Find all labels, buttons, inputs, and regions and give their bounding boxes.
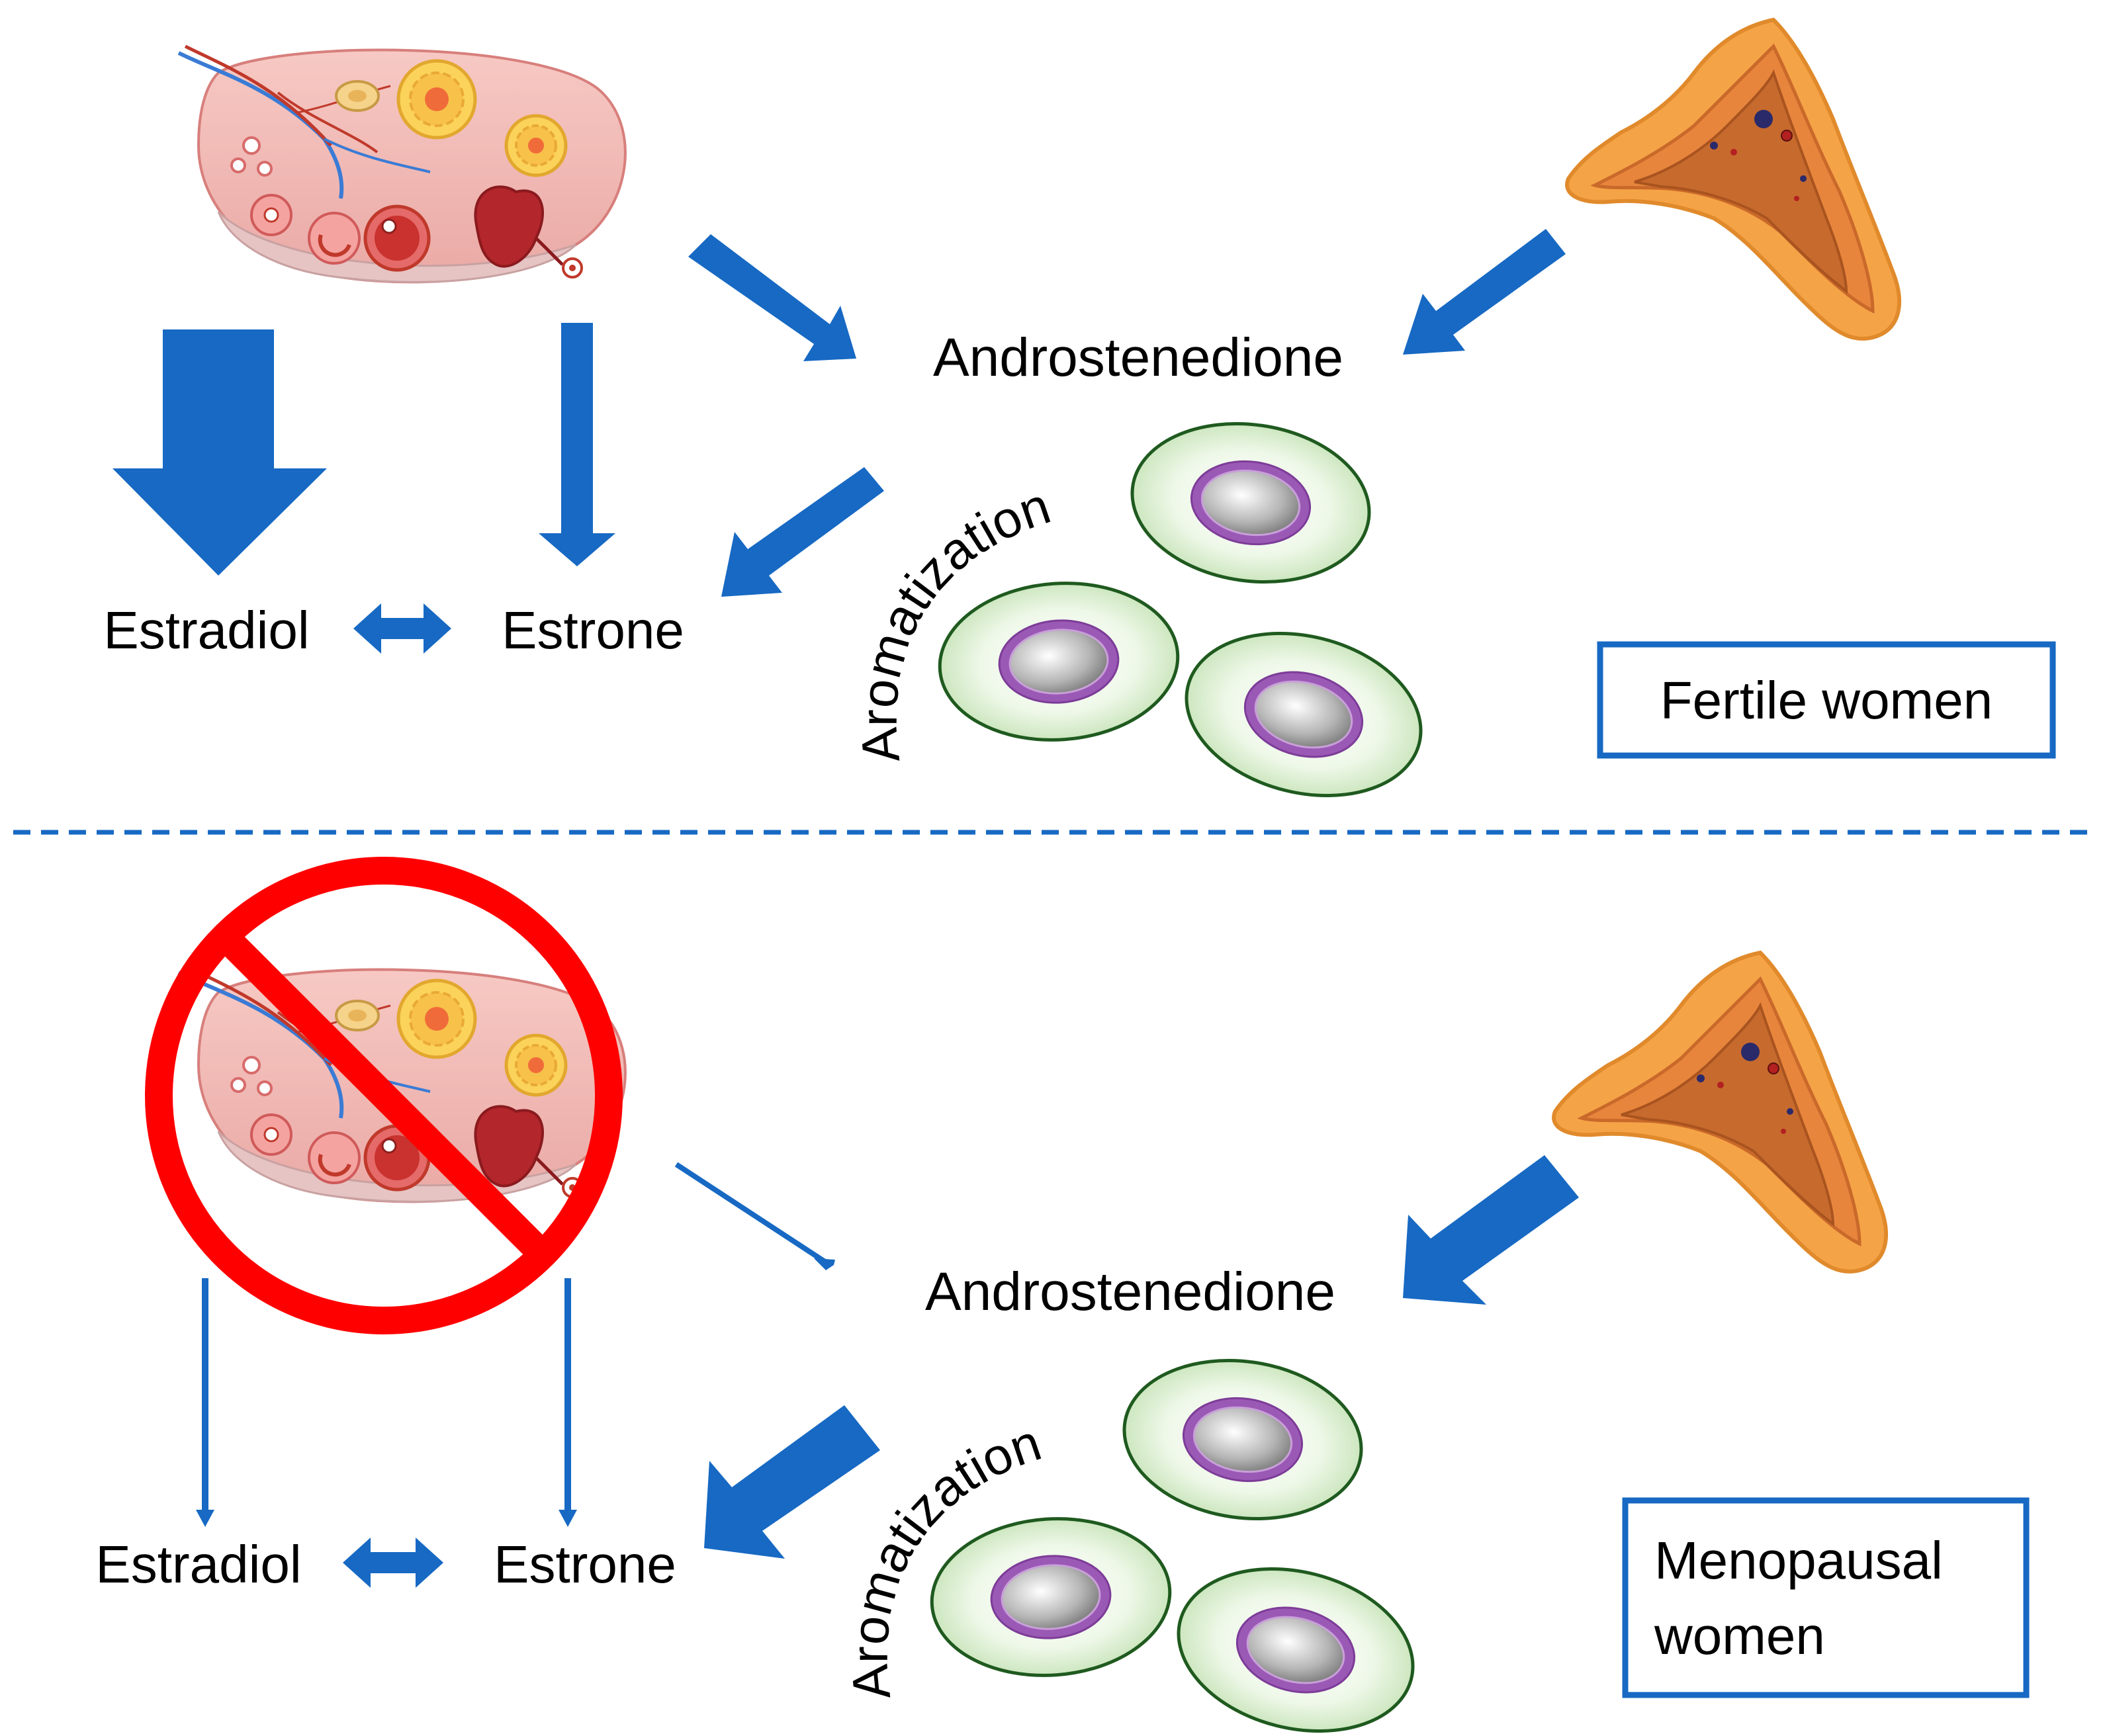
arrow-aromatization-to-estrone <box>704 1405 880 1559</box>
estrone-label: Estrone <box>494 1535 676 1594</box>
cell-illustration <box>926 1511 1175 1684</box>
estradiol-label: Estradiol <box>95 1535 301 1594</box>
androstenedione-label: Androstenedione <box>925 1262 1335 1322</box>
group-label-box <box>1622 1497 2030 1698</box>
arrow-ovary-to-androstenedione <box>674 1162 835 1270</box>
cell-illustration <box>934 576 1183 748</box>
prohibition-sign <box>145 857 623 1334</box>
estradiol-estrone-double-arrow <box>353 603 451 654</box>
arrow-ovary-to-estrone <box>559 1278 577 1527</box>
group-label: Menopausal women <box>1654 1531 1957 1665</box>
estrone-label: Estrone <box>502 601 684 660</box>
arrow-adrenal-to-androstenedione <box>1403 229 1566 355</box>
arrow-adrenal-to-androstenedione <box>1403 1155 1579 1305</box>
ovary-illustration <box>179 46 625 282</box>
arrow-aromatization-to-estrone <box>721 467 884 597</box>
arrow-ovary-to-estrone <box>539 323 615 566</box>
fertile-panel: Androstenedione Estradiol Estrone Aromat… <box>103 20 2056 819</box>
group-label-box <box>1597 641 2056 759</box>
cell-illustration <box>1122 409 1379 597</box>
cell-illustration <box>1114 1346 1371 1534</box>
androstenedione-label: Androstenedione <box>933 327 1343 388</box>
ovary-illustration <box>179 966 625 1201</box>
menopausal-panel: Androstenedione Estradiol Estrone Aromat… <box>95 857 2030 1736</box>
cell-illustration <box>1161 1545 1430 1736</box>
adrenal-gland-illustration <box>1567 20 1899 339</box>
group-label: Fertile women <box>1660 671 1993 730</box>
arrow-ovary-to-estradiol <box>196 1278 214 1527</box>
estradiol-label: Estradiol <box>103 601 309 660</box>
arrow-ovary-to-estradiol <box>112 329 327 576</box>
estradiol-estrone-double-arrow <box>343 1538 443 1588</box>
adrenal-gland-illustration <box>1554 953 1886 1272</box>
arrow-ovary-to-androstenedione <box>688 234 856 361</box>
cell-illustration <box>1169 610 1438 819</box>
